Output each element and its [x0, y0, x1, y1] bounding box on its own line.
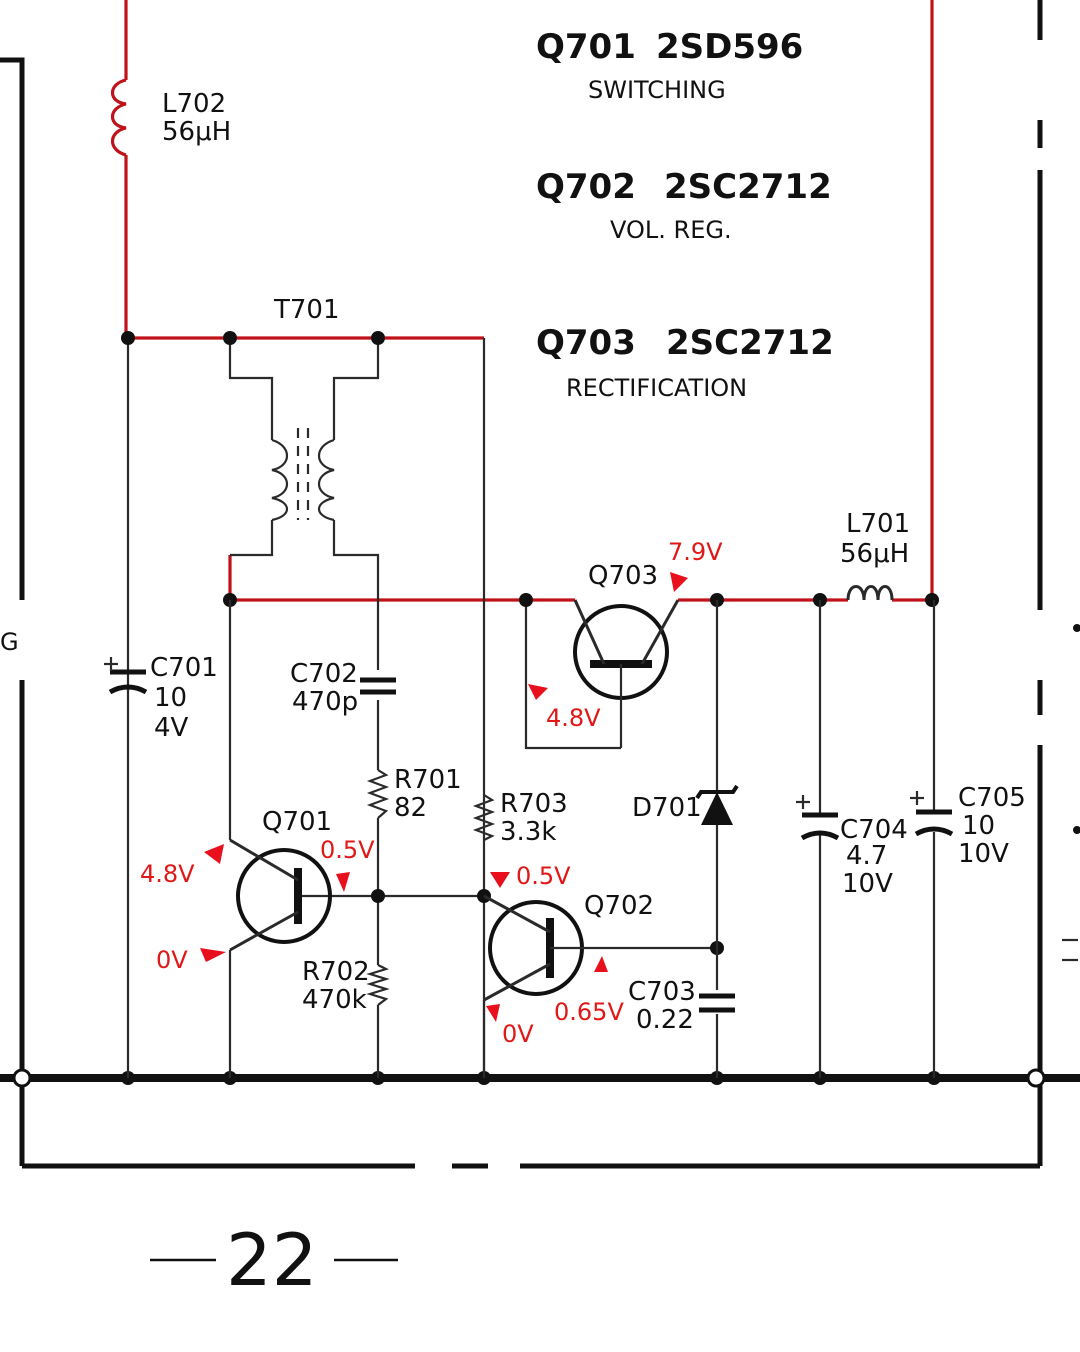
- r702-resistor: [366, 964, 390, 1006]
- c701-voltage: 4V: [154, 713, 189, 743]
- c702-value: 470p: [292, 687, 358, 717]
- q702-function: VOL. REG.: [610, 216, 732, 244]
- c705-value: 10: [962, 811, 995, 841]
- edge-label: G: [0, 628, 19, 656]
- q701-base-voltage: 0.5V: [320, 836, 375, 864]
- ground-bus: [0, 1068, 1080, 1088]
- c701-capacitor: [104, 657, 148, 695]
- q703-collector-voltage: 7.9V: [668, 538, 723, 566]
- q703-part: 2SC2712: [666, 323, 834, 363]
- q701-function: SWITCHING: [588, 76, 726, 104]
- q702-ref: Q702: [536, 167, 636, 207]
- q701-ref: Q701: [536, 27, 636, 67]
- q702-emitter-voltage: 0V: [502, 1020, 534, 1048]
- q703-transistor: [519, 593, 939, 750]
- c705-voltage: 10V: [958, 839, 1009, 869]
- page-number: 22: [150, 1218, 398, 1302]
- q702-part: 2SC2712: [664, 167, 832, 207]
- q701-emitter-voltage: 0V: [156, 946, 188, 974]
- r701-ref: R701: [394, 765, 462, 795]
- l701-ref: L701: [846, 509, 910, 539]
- r703-ref: R703: [500, 789, 568, 819]
- q701-label: Q701: [262, 807, 332, 837]
- c704-value: 4.7: [846, 841, 887, 871]
- l702-value: 56μH: [162, 117, 231, 147]
- supply-wires: [124, 0, 934, 602]
- d701-ref: D701: [632, 793, 702, 823]
- r702-ref: R702: [302, 957, 370, 987]
- voltage-markers: [200, 572, 688, 1022]
- q703-base-voltage: 4.8V: [546, 704, 601, 732]
- c703-ref: C703: [628, 977, 696, 1007]
- c702-capacitor: [360, 677, 396, 695]
- q701-transistor: [229, 838, 332, 952]
- c705-capacitor: [910, 600, 954, 1078]
- c704-voltage: 10V: [842, 869, 893, 899]
- c703-value: 0.22: [636, 1005, 694, 1035]
- c701-ref: C701: [150, 653, 218, 683]
- q703-function: RECTIFICATION: [566, 374, 747, 402]
- q703-label: Q703: [588, 561, 658, 591]
- r701-resistor: [366, 769, 390, 819]
- page-number-text: 22: [226, 1218, 318, 1302]
- l701-value: 56μH: [840, 539, 909, 569]
- q701-collector-voltage: 4.8V: [140, 860, 195, 888]
- c705-ref: C705: [958, 783, 1026, 813]
- l701-inductor: [846, 585, 894, 601]
- q702-collector-voltage: 0.5V: [516, 862, 571, 890]
- c701-value: 10: [154, 683, 187, 713]
- q701-part: 2SD596: [656, 27, 803, 67]
- q703-ref: Q703: [536, 323, 636, 363]
- r701-value: 82: [394, 793, 427, 823]
- d701-zener-diode: [695, 600, 739, 1078]
- l702-inductor: [110, 78, 127, 157]
- q702-transistor: [482, 894, 724, 1078]
- c702-ref: C702: [290, 659, 358, 689]
- c703-capacitor: [699, 993, 735, 1013]
- frame-lines: [0, 0, 1080, 1169]
- r703-value: 3.3k: [500, 817, 556, 847]
- r702-value: 470k: [302, 985, 367, 1015]
- l702-ref: L702: [162, 89, 226, 119]
- q702-label: Q702: [584, 891, 654, 921]
- c704-capacitor: [796, 600, 840, 1078]
- c704-ref: C704: [840, 815, 908, 845]
- q702-base-voltage: 0.65V: [554, 998, 624, 1026]
- t701-ref: T701: [273, 295, 340, 325]
- r703-resistor: [472, 794, 496, 841]
